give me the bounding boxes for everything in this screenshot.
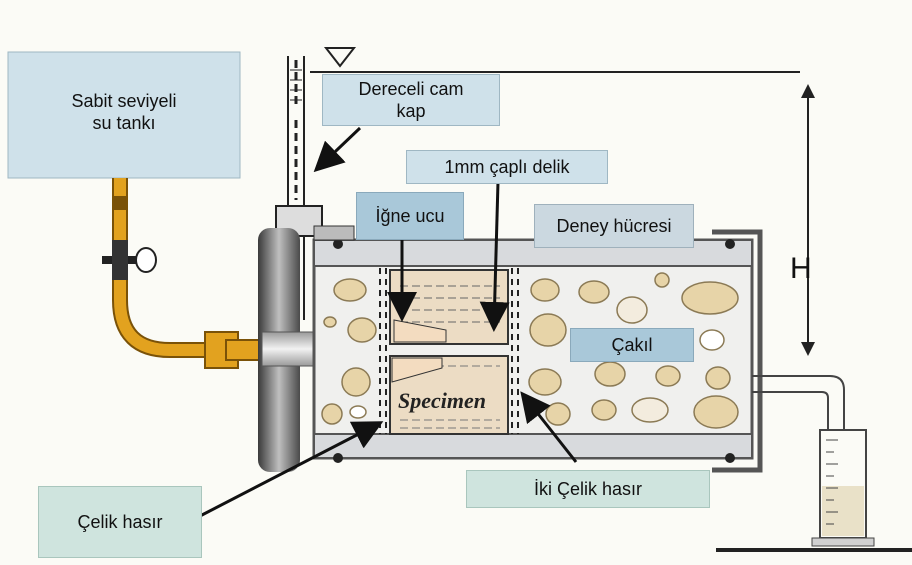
steel-mesh-label: Çelik hasır: [38, 486, 202, 558]
steel-mesh-screens: [379, 268, 519, 434]
water-tank: [7, 51, 241, 179]
valve-icon: [102, 240, 157, 280]
outlet-pipe: [752, 375, 845, 430]
gravel-label: Çakıl: [570, 328, 694, 362]
water-level-marker: [310, 47, 800, 73]
two-steel-mesh-label: İki Çelik hasır: [466, 470, 710, 508]
needle-tip-label: İğne ucu: [356, 192, 464, 240]
water-chamber: [389, 269, 509, 345]
left-end-cap: [258, 228, 315, 472]
test-cell-label: Deney hücresi: [534, 204, 694, 248]
hole-label: 1mm çaplı delik: [406, 150, 608, 184]
callout-arrows: [199, 126, 578, 518]
supply-pipe: [112, 178, 263, 369]
gravel: [321, 272, 739, 429]
height-dimension: [801, 84, 815, 356]
graduated-cylinder: [716, 429, 912, 552]
graduated-glass-label: Dereceli cam kap: [322, 74, 500, 126]
specimen-label: Specimen: [398, 388, 486, 413]
specimen: Specimen: [389, 355, 509, 435]
height-label: H: [790, 252, 812, 285]
water-tank-label: Sabit seviyeli su tankı: [71, 91, 177, 133]
